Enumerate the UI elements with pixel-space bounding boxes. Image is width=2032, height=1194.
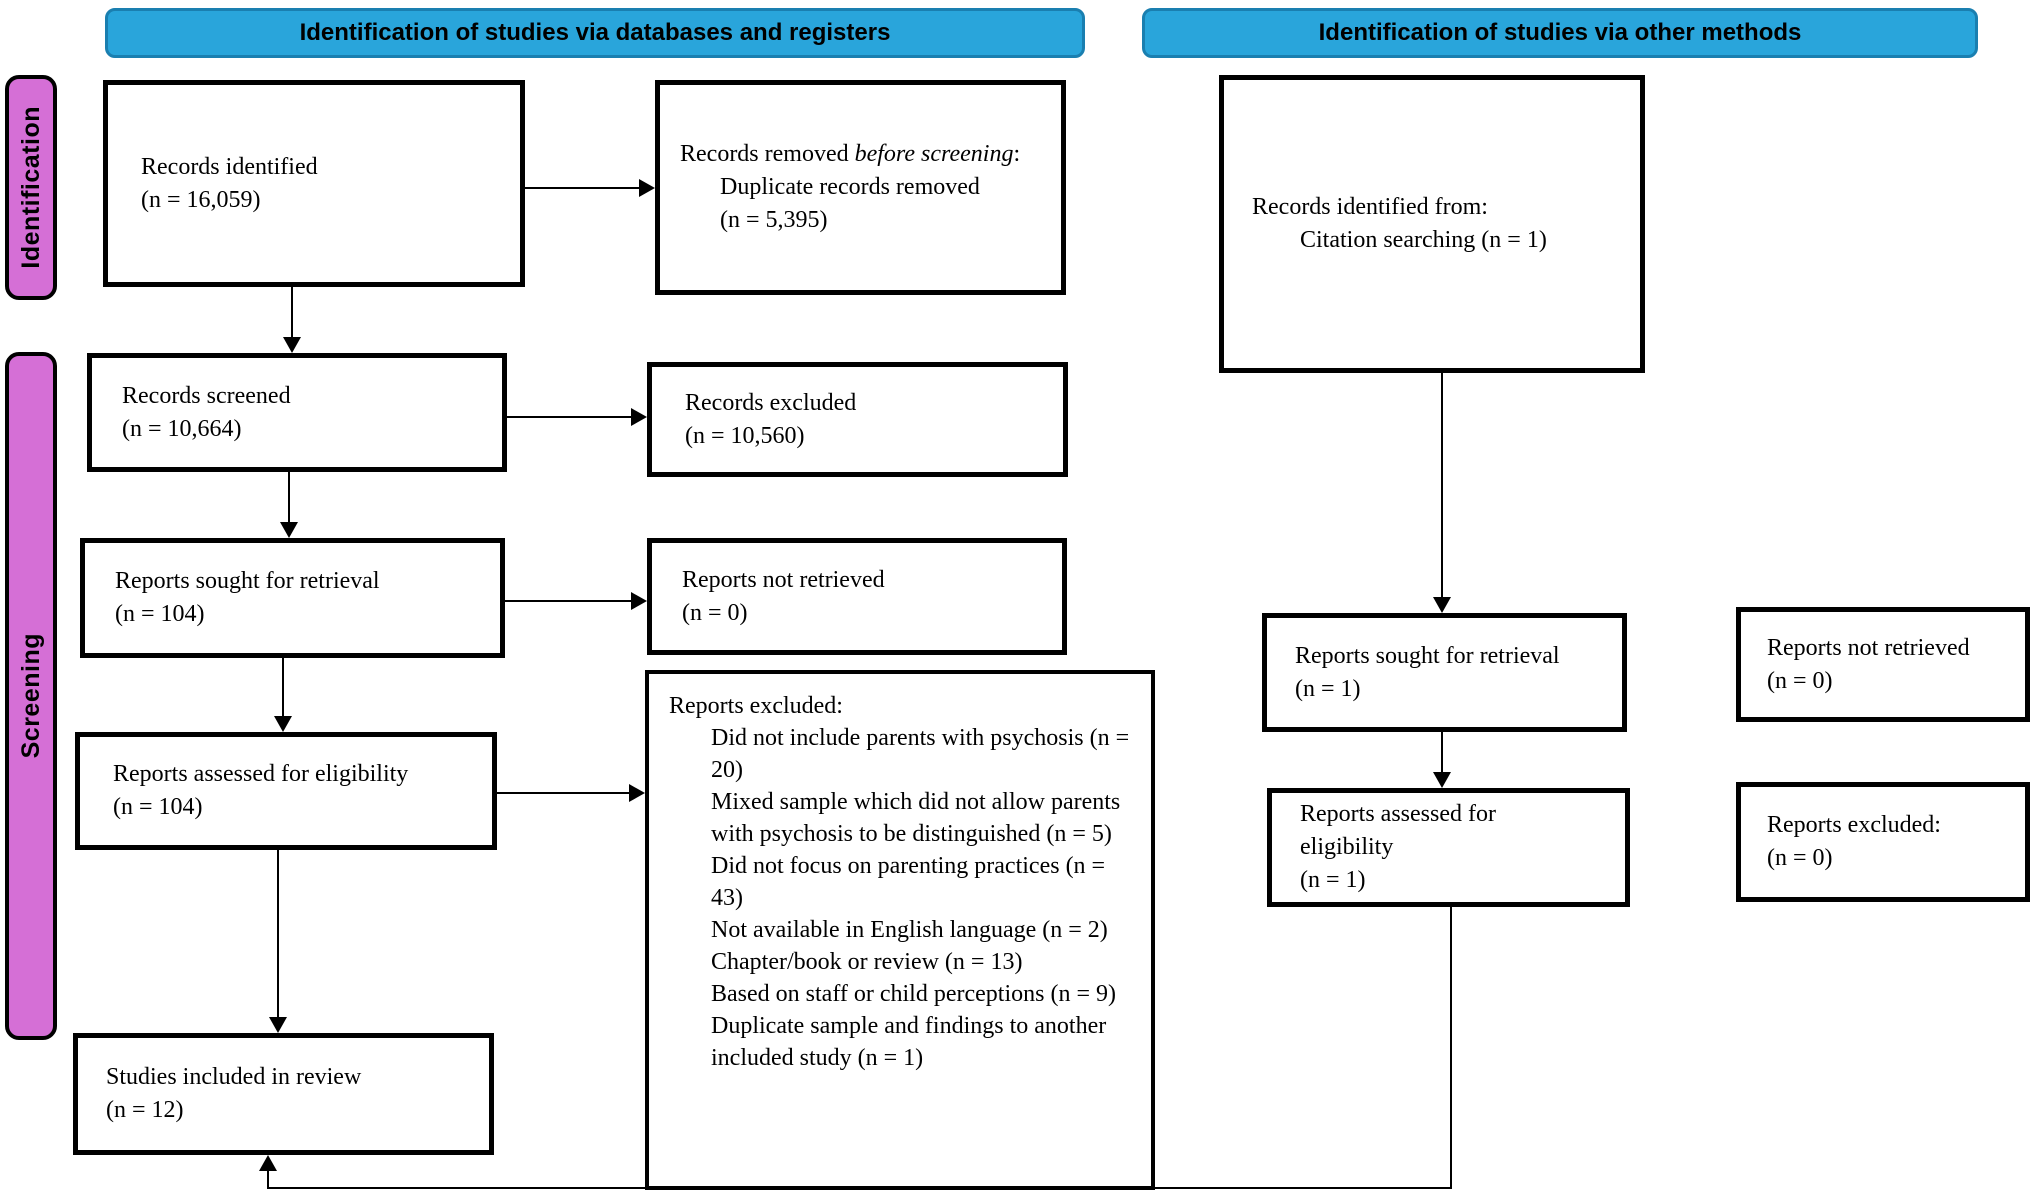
box-records-identified: Records identified (n = 16,059)	[103, 80, 525, 287]
exclusion-reason: Not available in English language (n = 2…	[711, 917, 1108, 943]
exclusion-reason: Did not include parents with psychosis (…	[711, 725, 1130, 783]
reports-excluded-reasons-title: Reports excluded:	[669, 693, 843, 719]
records-excluded-count: (n = 10,560)	[685, 422, 805, 449]
stage-label-screening: Screening	[16, 633, 45, 759]
arrow-identified-to-screened-arrowhead	[283, 337, 301, 353]
reports-sought-other-count: (n = 1)	[1295, 675, 1361, 702]
reports-not-retrieved-other-count: (n = 0)	[1767, 667, 1833, 694]
records-identified-other-source: Citation searching (n = 1)	[1300, 227, 1547, 253]
reports-excluded-other-count: (n = 0)	[1767, 845, 1833, 871]
exclusion-reason: Chapter/book or review (n = 13)	[711, 949, 1023, 975]
records-screened-label: Records screened	[122, 382, 291, 409]
box-records-removed: Records removed before screening: Duplic…	[655, 80, 1066, 295]
arrow-screened-to-sought-arrowhead	[280, 522, 298, 538]
records-removed-count: (n = 5,395)	[720, 207, 828, 233]
arrow-assessed-to-included-line	[277, 850, 279, 1017]
reports-sought-count: (n = 104)	[115, 601, 205, 627]
header-databases-registers: Identification of studies via databases …	[105, 8, 1085, 58]
reports-assessed-other-label: Reports assessed for eligibility	[1300, 801, 1496, 860]
header-databases-registers-label: Identification of studies via databases …	[299, 19, 891, 46]
connector-up-to-included-line	[267, 1169, 269, 1189]
arrow-screened-to-excluded-arrowhead	[631, 408, 647, 426]
arrow-identified-to-removed-arrowhead	[639, 179, 655, 197]
records-identified-label: Records identified	[141, 153, 318, 180]
reports-not-retrieved-count: (n = 0)	[682, 599, 748, 626]
arrow-other-sought-to-assessed-line	[1441, 732, 1443, 772]
reports-sought-other-label: Reports sought for retrieval	[1295, 642, 1560, 669]
arrow-assessed-to-exclusions-arrowhead	[629, 784, 645, 802]
connector-bottom-horizontal-line	[267, 1187, 1452, 1189]
exclusion-reason: Based on staff or child perceptions (n =…	[711, 981, 1116, 1007]
reports-sought-label: Reports sought for retrieval	[115, 568, 380, 594]
box-reports-assessed-other: Reports assessed for eligibility (n = 1)	[1267, 788, 1630, 907]
arrow-sought-to-assessed-line	[282, 658, 284, 716]
arrow-sought-to-assessed-arrowhead	[274, 716, 292, 732]
connector-other-assessed-down-line	[1450, 907, 1452, 1189]
box-reports-not-retrieved-other: Reports not retrieved (n = 0)	[1736, 607, 2030, 722]
reports-assessed-label: Reports assessed for eligibility	[113, 761, 409, 787]
box-reports-assessed: Reports assessed for eligibility (n = 10…	[75, 732, 497, 850]
arrow-other-sought-to-assessed-arrowhead	[1433, 772, 1451, 788]
exclusion-reason: Duplicate sample and findings to another…	[711, 1013, 1107, 1071]
arrow-identified-to-removed-line	[525, 187, 639, 189]
reports-not-retrieved-label: Reports not retrieved	[682, 566, 885, 593]
reports-assessed-other-count: (n = 1)	[1300, 867, 1366, 893]
box-records-identified-other: Records identified from: Citation search…	[1219, 75, 1645, 373]
records-screened-count: (n = 10,664)	[122, 415, 242, 442]
stage-bar-screening: Screening	[5, 352, 57, 1040]
arrow-identified-to-screened-line	[291, 287, 293, 337]
arrow-assessed-to-exclusions-line	[497, 792, 629, 794]
connector-up-to-included-arrowhead	[259, 1155, 277, 1171]
arrow-other-identified-to-sought-line	[1441, 373, 1443, 597]
header-other-methods: Identification of studies via other meth…	[1142, 8, 1978, 58]
reports-excluded-other-label: Reports excluded:	[1767, 812, 1941, 838]
reports-assessed-count: (n = 104)	[113, 794, 203, 820]
box-records-screened: Records screened (n = 10,664)	[87, 353, 507, 472]
box-reports-excluded-reasons: Reports excluded: Did not include parent…	[645, 670, 1155, 1190]
exclusion-reason: Mixed sample which did not allow parents…	[711, 789, 1121, 847]
arrow-screened-to-excluded-line	[507, 416, 631, 418]
records-removed-label: Records removed before screening:	[680, 141, 1021, 167]
box-reports-sought: Reports sought for retrieval (n = 104)	[80, 538, 505, 658]
records-excluded-label: Records excluded	[685, 389, 857, 416]
arrow-sought-to-not-retrieved-arrowhead	[631, 592, 647, 610]
box-studies-included: Studies included in review (n = 12)	[73, 1033, 494, 1155]
exclusion-reason: Did not focus on parenting practices (n …	[711, 853, 1106, 911]
box-records-excluded: Records excluded (n = 10,560)	[647, 362, 1068, 477]
arrow-assessed-to-included-arrowhead	[269, 1017, 287, 1033]
arrow-screened-to-sought-line	[288, 472, 290, 522]
records-identified-other-label: Records identified from:	[1252, 194, 1488, 220]
stage-bar-identification: Identification	[5, 75, 57, 300]
box-reports-sought-other: Reports sought for retrieval (n = 1)	[1262, 613, 1627, 732]
box-reports-excluded-other: Reports excluded: (n = 0)	[1736, 782, 2030, 902]
header-other-methods-label: Identification of studies via other meth…	[1318, 19, 1802, 46]
studies-included-label: Studies included in review	[106, 1064, 362, 1090]
records-removed-reason: Duplicate records removed	[720, 174, 980, 200]
arrow-other-identified-to-sought-arrowhead	[1433, 597, 1451, 613]
box-reports-not-retrieved: Reports not retrieved (n = 0)	[647, 538, 1067, 655]
studies-included-count: (n = 12)	[106, 1097, 184, 1123]
reports-not-retrieved-other-label: Reports not retrieved	[1767, 634, 1970, 661]
records-identified-count: (n = 16,059)	[141, 186, 261, 213]
arrow-sought-to-not-retrieved-line	[505, 600, 631, 602]
stage-label-identification: Identification	[16, 106, 45, 269]
